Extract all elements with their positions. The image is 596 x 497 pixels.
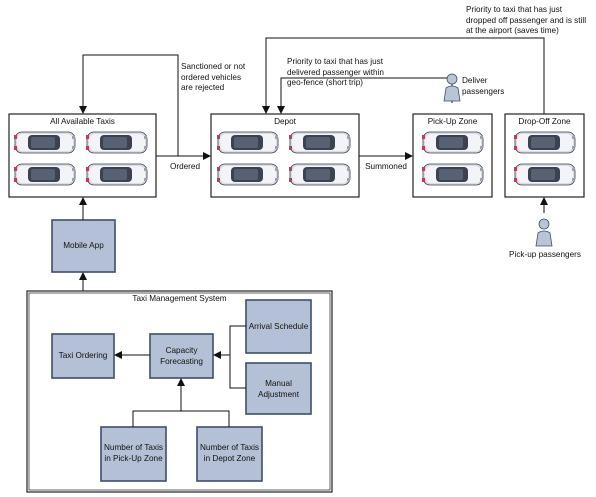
manual-adjustment-label: Manual Adjustment — [258, 379, 299, 399]
capacity-forecasting-box — [149, 333, 214, 379]
arrival-schedule-box — [245, 299, 312, 354]
taxi-icon — [421, 163, 484, 186]
zone-label-all-taxis: All Available Taxis — [50, 117, 115, 126]
person-icon — [535, 218, 553, 247]
note-deliver-passengers: Deliver passengers — [462, 76, 505, 96]
arrow-airport-loop — [262, 37, 545, 114]
taxis-depot-count-box — [196, 426, 263, 482]
taxi-icon — [85, 163, 148, 186]
zone-label-pickup: Pick-Up Zone — [427, 117, 478, 126]
note-pickup-passengers: Pick-up passengers — [509, 250, 581, 259]
label-summoned: Summoned — [365, 162, 407, 171]
taxi-icon — [513, 163, 576, 186]
tms-title: Taxi Management System — [132, 294, 227, 303]
arrow-rejected-loop — [79, 54, 179, 156]
taxi-icon — [513, 131, 576, 154]
capacity-forecasting-label: Capacity Forecasting — [160, 346, 203, 366]
arrival-schedule-label: Arrival Schedule — [248, 322, 309, 331]
taxi-ordering-label: Taxi Ordering — [58, 351, 108, 360]
connector-inputs — [229, 325, 246, 389]
mobile-app-label: Mobile App — [63, 241, 104, 250]
note-rejected: Sanctioned or not ordered vehicles are r… — [181, 62, 246, 92]
taxi-ordering-box — [51, 333, 115, 379]
taxi-icon — [216, 163, 279, 186]
label-ordered: Ordered — [169, 162, 201, 171]
taxi-icon — [288, 163, 351, 186]
zone-label-depot: Depot — [274, 117, 296, 126]
taxis-pickup-count-box — [100, 426, 167, 482]
taxis-depot-label: Number of Taxis in Depot Zone — [199, 443, 259, 463]
taxi-icon — [85, 131, 148, 154]
note-priority-short-trip: Priority to taxi that has just delivered… — [287, 57, 384, 87]
taxi-icon — [288, 131, 351, 154]
zone-label-dropoff: Drop-Off Zone — [518, 117, 571, 126]
taxi-icon — [13, 131, 76, 154]
taxi-icon — [421, 131, 484, 154]
manual-adjustment-box — [245, 362, 312, 415]
note-priority-airport: Priority to taxi that has just dropped o… — [466, 5, 587, 35]
taxi-icon — [13, 163, 76, 186]
person-icon — [443, 73, 461, 102]
taxis-pickup-label: Number of Taxis in Pick-Up Zone — [103, 443, 163, 463]
taxi-icon — [216, 131, 279, 154]
